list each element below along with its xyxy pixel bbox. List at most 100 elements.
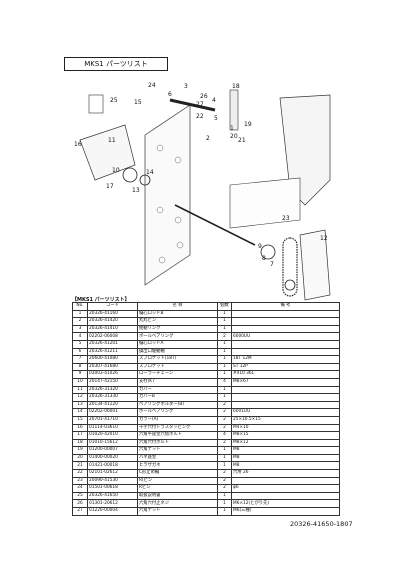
cell-name: 十字穴付トラスタッピング [137,423,218,433]
roller-chain [282,237,298,297]
cell-qty: 1 [217,339,232,349]
cell-no: 11 [72,385,88,395]
cell-name: カバー [137,385,218,395]
cell-name: 偏心ロッドA [137,339,218,349]
cell-code: 01200-00007 [87,446,138,455]
bearing [122,167,138,183]
cell-qty: 1 [217,491,232,501]
cell-code: 20326-31320 [87,385,138,395]
callout-8: 8 [262,255,266,262]
callout-15: 15 [134,99,142,106]
cell-remarks [231,393,340,402]
callout-5: 5 [214,115,218,122]
table-label: 【MKS1 パーツリスト】 [72,297,130,303]
cell-remarks [231,385,340,395]
callout-13: 13 [132,187,140,194]
callout-9: 9 [258,243,262,250]
callout-3: 3 [184,83,188,90]
cell-no: 25 [72,491,88,501]
cell-remarks: M8 [231,461,340,471]
cell-qty: 2 [217,423,232,433]
cell-code: 02101-02612 [87,469,138,478]
cell-name: 支柱(K7 [137,377,218,387]
cell-no: 12 [72,393,88,402]
cell-name: スプロケット [137,362,218,372]
cell-no: 1 [72,309,88,319]
cell-qty: 1 [217,324,232,334]
callout-12: 12 [320,235,328,242]
cell-code: 20326-41650 [87,491,138,501]
cell-qty: 2 [217,415,232,425]
cell-name: R(ピン [137,476,218,486]
cell-no: 15 [72,415,88,425]
cell-qty: 1 [217,355,232,364]
cell-no: 3 [72,324,88,334]
cell-remarks: 6000UU [231,332,340,341]
cell-remarks: 穴用 26 [231,469,340,478]
cell-no: 13 [72,400,88,410]
cell-name: Rピン [137,484,218,493]
callout-18: 18 [232,83,240,90]
callout-25: 25 [110,97,118,104]
cell-code: 20600-41080 [87,355,138,364]
callout-14: 14 [146,169,154,176]
callout-11: 11 [108,137,116,144]
cell-qty: 1 [217,453,232,463]
cell-no: 16 [72,423,88,433]
cell-code: 01421-00018 [87,461,138,471]
cell-qty: 4 [217,431,232,440]
cell-name: ボールベアリング [137,332,218,341]
cell-code: 20090-41530 [87,476,138,486]
cell-code: 01220-00004 [87,507,138,516]
cell-no: 17 [72,431,88,440]
page-title: MKS1 パーツリスト [64,57,168,71]
eccentric-rod [169,98,216,112]
cell-no: 5 [72,339,88,349]
cell-no: 26 [72,499,88,509]
cell-remarks [231,491,340,501]
cell-name: スプロケット(18T) [137,355,218,364]
cell-name: 取扱説明書 [137,491,218,501]
cell-code: 02202-06001 [87,408,138,417]
cell-code: 20326-41160 [87,309,138,319]
cell-name: 六角穴付止ネジ [137,499,218,509]
callout-27: 27 [196,101,204,108]
cell-remarks [231,317,340,326]
cell-name: C形止め輪 [137,469,218,478]
cell-qty: 4 [217,377,232,387]
cell-name: 偏心ロッドB [137,309,218,319]
cell-no: 23 [72,476,88,486]
cell-qty: 2 [217,484,232,493]
document-code: 20326-41650-1807 [290,520,353,528]
cell-remarks: ST 12P [231,362,340,372]
cell-remarks: M8×67 [231,377,340,387]
cell-code: 20326-41420 [87,317,138,326]
cell-remarks: 25×10.5×15 [231,415,340,425]
callout-4: 4 [212,97,216,104]
frame-plate [144,104,191,286]
cell-remarks [231,476,340,486]
cell-no: 27 [72,507,88,516]
chute [279,94,331,206]
cell-name: カラー(A) [137,415,218,425]
cell-no: 7 [72,355,88,364]
cell-remarks: M8 [231,453,340,463]
cell-qty: 1 [217,393,232,402]
chain-cover [299,229,331,301]
cell-remarks [231,347,340,357]
cell-name: ヒラザガネ [137,461,218,471]
callout-7: 7 [270,261,274,268]
callout-6: 6 [168,91,172,98]
callout-19: 19 [244,121,252,128]
cell-remarks: φ6 [231,484,340,493]
